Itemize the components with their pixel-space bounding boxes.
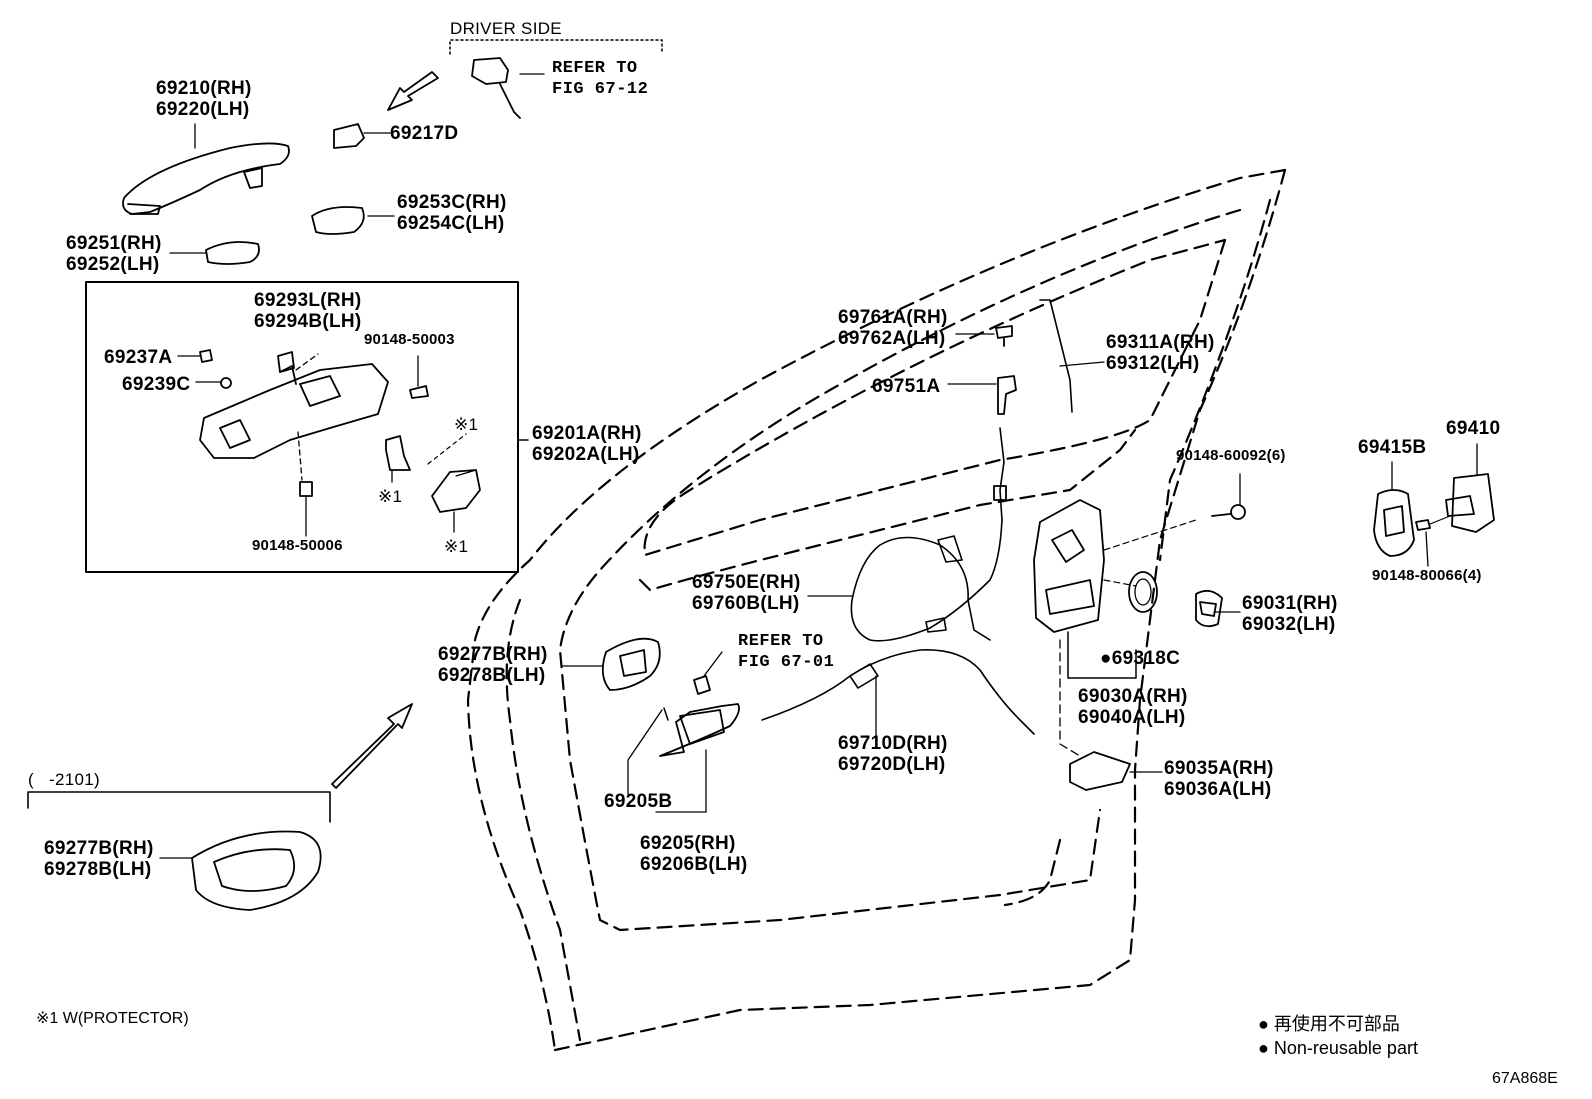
label-line: 69036A(LH)	[1164, 779, 1272, 800]
label-line: 69720D(LH)	[838, 754, 946, 775]
label-line: 69252(LH)	[66, 254, 160, 275]
label-69761a: 69761A(RH) 69762A(LH)	[838, 307, 948, 349]
label-69751a: 69751A	[872, 376, 941, 397]
label-line: 69031(RH)	[1242, 593, 1338, 614]
label-line: 69277B(RH)	[438, 644, 548, 665]
cap-sketch	[333, 123, 391, 149]
label-69251: 69251(RH) 69252(LH)	[66, 233, 162, 275]
driver-side-label: DRIVER SIDE	[450, 19, 562, 38]
inner-handle-sketch	[627, 703, 740, 813]
label-69035a: 69035A(RH) 69036A(LH)	[1164, 758, 1274, 800]
rod-sketch	[947, 299, 1105, 521]
label-line: 69220(LH)	[156, 99, 250, 120]
label-69318c: ●69318C	[1100, 648, 1181, 669]
label-line: 69206B(LH)	[640, 854, 748, 875]
label-line: 69253C(RH)	[397, 192, 507, 213]
legend-jp: ● 再使用不可部品	[1258, 1014, 1400, 1034]
label-69277b-lower: 69277B(RH) 69278B(LH)	[44, 838, 154, 880]
legend-en: ● Non-reusable part	[1258, 1038, 1418, 1058]
range-label: ( -2101)	[28, 770, 100, 789]
lock-sketch	[1033, 499, 1197, 757]
label-line: 69251(RH)	[66, 233, 162, 254]
cable-upper-sketch	[807, 519, 1003, 642]
label-69205: 69205(RH) 69206B(LH)	[640, 833, 748, 875]
label-69311a: 69311A(RH) 69312(LH)	[1106, 332, 1215, 374]
label-69205b: 69205B	[604, 791, 673, 812]
label-90148-60092: 90148-60092(6)	[1176, 447, 1286, 464]
label-69217d: 69217D	[390, 123, 459, 144]
refer-fig-67-12: REFER TO FIG 67-12	[552, 58, 648, 100]
figure-code: 67A868E	[1492, 1070, 1558, 1087]
protector-mark-1: ※1	[454, 415, 479, 434]
protector-mark-3: ※1	[444, 537, 469, 556]
label-line: 69032(LH)	[1242, 614, 1336, 635]
label-69710d: 69710D(RH) 69720D(LH)	[838, 733, 948, 775]
label-69293l: 69293L(RH) 69294B(LH)	[254, 290, 362, 332]
bezel-lower-sketch	[159, 830, 322, 911]
label-90148-50006: 90148-50006	[252, 537, 343, 554]
label-69210: 69210(RH) 69220(LH)	[156, 78, 252, 120]
label-69253c: 69253C(RH) 69254C(LH)	[397, 192, 507, 234]
screw-sketch	[1211, 473, 1246, 520]
label-90148-50003: 90148-50003	[364, 331, 455, 348]
refer-fig-67-01: REFER TO FIG 67-01	[738, 631, 834, 673]
label-line: 69293L(RH)	[254, 290, 362, 311]
cable-lower-sketch	[761, 649, 1035, 739]
label-69415b: 69415B	[1358, 437, 1427, 458]
handle-frame-sketch	[1069, 751, 1163, 791]
arrow-lower	[331, 703, 413, 789]
label-69201a: 69201A(RH) 69202A(LH)	[532, 423, 642, 465]
label-69277b-upper: 69277B(RH) 69278B(LH)	[438, 644, 548, 686]
label-line: 69201A(RH)	[532, 423, 642, 444]
label-line: 69278B(LH)	[44, 859, 152, 880]
label-line: 69040A(LH)	[1078, 707, 1186, 728]
bezel-upper-sketch	[561, 637, 661, 691]
protector-mark-2: ※1	[378, 487, 403, 506]
label-line: 69761A(RH)	[838, 307, 948, 328]
label-line: 69750E(RH)	[692, 572, 801, 593]
gasket-sketch	[311, 206, 395, 235]
label-line: 69710D(RH)	[838, 733, 948, 754]
arrow-upper	[387, 71, 439, 111]
label-69031: 69031(RH) 69032(LH)	[1242, 593, 1338, 635]
clip-sketch	[693, 651, 723, 695]
legend: ● 再使用不可部品 ● Non-reusable part	[1258, 1012, 1418, 1060]
label-line: 69035A(RH)	[1164, 758, 1274, 779]
label-line: 69311A(RH)	[1106, 332, 1215, 353]
label-line: 69210(RH)	[156, 78, 252, 99]
label-line: 69205(RH)	[640, 833, 736, 854]
door-outline	[466, 168, 1287, 1052]
gasket-small-sketch	[169, 241, 260, 265]
refer-line-2: FIG 67-12	[552, 80, 649, 99]
outer-handle-sketch	[122, 123, 290, 215]
label-line: 69202A(LH)	[532, 444, 640, 465]
label-line: 69254C(LH)	[397, 213, 505, 234]
label-69237a: 69237A	[104, 347, 173, 368]
label-line: 69312(LH)	[1106, 353, 1200, 374]
frame-sketch	[177, 349, 481, 537]
label-line: 69277B(RH)	[44, 838, 154, 859]
label-69239c: 69239C	[122, 374, 191, 395]
label-line: 69278B(LH)	[438, 665, 546, 686]
actuator-sketch	[471, 57, 545, 119]
label-69750e: 69750E(RH) 69760B(LH)	[692, 572, 801, 614]
assembly-box	[85, 281, 519, 573]
refer-line-2: FIG 67-01	[738, 653, 835, 672]
label-line: 69294B(LH)	[254, 311, 362, 332]
label-line: 69030A(RH)	[1078, 686, 1188, 707]
label-line: 69762A(LH)	[838, 328, 946, 349]
label-90148-80066: 90148-80066(4)	[1372, 567, 1482, 584]
label-69030a: 69030A(RH) 69040A(LH)	[1078, 686, 1188, 728]
label-line: 69760B(LH)	[692, 593, 800, 614]
refer-line-1: REFER TO	[552, 59, 638, 78]
seal-ring	[1128, 571, 1158, 613]
label-69410: 69410	[1446, 418, 1501, 439]
refer-line-1: REFER TO	[738, 632, 824, 651]
striker-sketch	[1373, 443, 1495, 567]
bumper-sketch	[1195, 589, 1241, 628]
footnote-protector: ※1 W(PROTECTOR)	[36, 1010, 189, 1027]
